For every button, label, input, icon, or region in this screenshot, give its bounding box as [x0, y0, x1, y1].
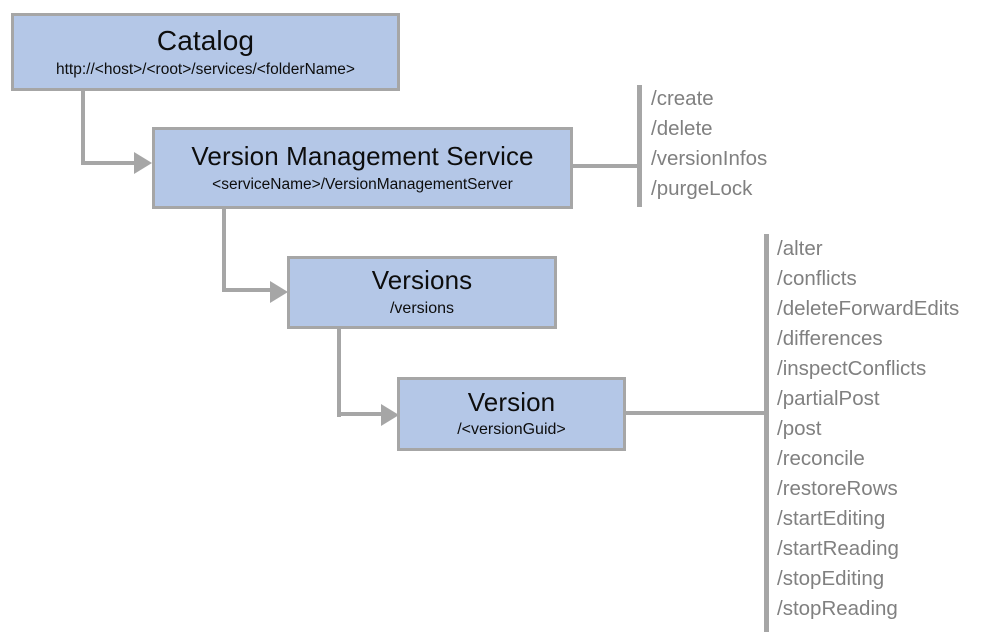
- node-version-management-service[interactable]: Version Management Service <serviceName>…: [152, 127, 573, 209]
- operation-item[interactable]: /startEditing: [777, 507, 886, 530]
- operation-item[interactable]: /alter: [777, 237, 823, 260]
- arrowhead-service-to-versions: [270, 281, 288, 303]
- node-version[interactable]: Version /<versionGuid>: [397, 377, 626, 451]
- node-catalog-subtitle: http://<host>/<root>/services/<folderNam…: [56, 60, 355, 78]
- node-version-management-service-title: Version Management Service: [191, 141, 534, 172]
- operation-item[interactable]: /startReading: [777, 537, 899, 560]
- connector-service-to-versions-vertical: [222, 209, 226, 292]
- node-version-management-service-subtitle: <serviceName>/VersionManagementServer: [212, 175, 513, 193]
- arrowhead-catalog-to-service: [134, 152, 152, 174]
- node-version-subtitle: /<versionGuid>: [457, 421, 566, 439]
- node-catalog-title: Catalog: [156, 25, 255, 57]
- connector-service-to-operations: [573, 164, 640, 168]
- node-catalog[interactable]: Catalog http://<host>/<root>/services/<f…: [11, 13, 400, 91]
- operations-bracket-service: [637, 85, 642, 207]
- connector-service-to-versions-horizontal: [222, 288, 276, 292]
- operation-item[interactable]: /delete: [651, 117, 713, 140]
- operations-bracket-version: [764, 234, 769, 632]
- operation-item[interactable]: /stopReading: [777, 597, 898, 620]
- operation-item[interactable]: /post: [777, 417, 822, 440]
- operation-item[interactable]: /create: [651, 87, 714, 110]
- connector-versions-to-version-vertical: [337, 329, 341, 417]
- connector-versions-to-version-horizontal: [337, 412, 387, 416]
- operation-item[interactable]: /versionInfos: [651, 147, 768, 170]
- arrowhead-versions-to-version: [381, 404, 399, 426]
- operation-list-version: /alter /conflicts /deleteForwardEdits /d…: [777, 234, 959, 624]
- operation-item[interactable]: /deleteForwardEdits: [777, 297, 960, 320]
- operation-item[interactable]: /partialPost: [777, 387, 880, 410]
- operation-item[interactable]: /stopEditing: [777, 567, 885, 590]
- operation-item[interactable]: /conflicts: [777, 267, 857, 290]
- operation-item[interactable]: /reconcile: [777, 447, 865, 470]
- connector-catalog-to-service-vertical: [81, 91, 85, 165]
- node-version-title: Version: [467, 386, 556, 417]
- operation-list-service: /create /delete /versionInfos /purgeLock: [651, 84, 767, 204]
- operation-item[interactable]: /differences: [777, 327, 883, 350]
- node-versions-title: Versions: [371, 265, 473, 296]
- connector-catalog-to-service-horizontal: [81, 161, 138, 165]
- connector-version-to-operations: [626, 411, 768, 415]
- operation-item[interactable]: /inspectConflicts: [777, 357, 927, 380]
- operation-item[interactable]: /purgeLock: [651, 177, 753, 200]
- node-versions-subtitle: /versions: [389, 299, 455, 317]
- node-versions[interactable]: Versions /versions: [287, 256, 557, 329]
- operation-item[interactable]: /restoreRows: [777, 477, 898, 500]
